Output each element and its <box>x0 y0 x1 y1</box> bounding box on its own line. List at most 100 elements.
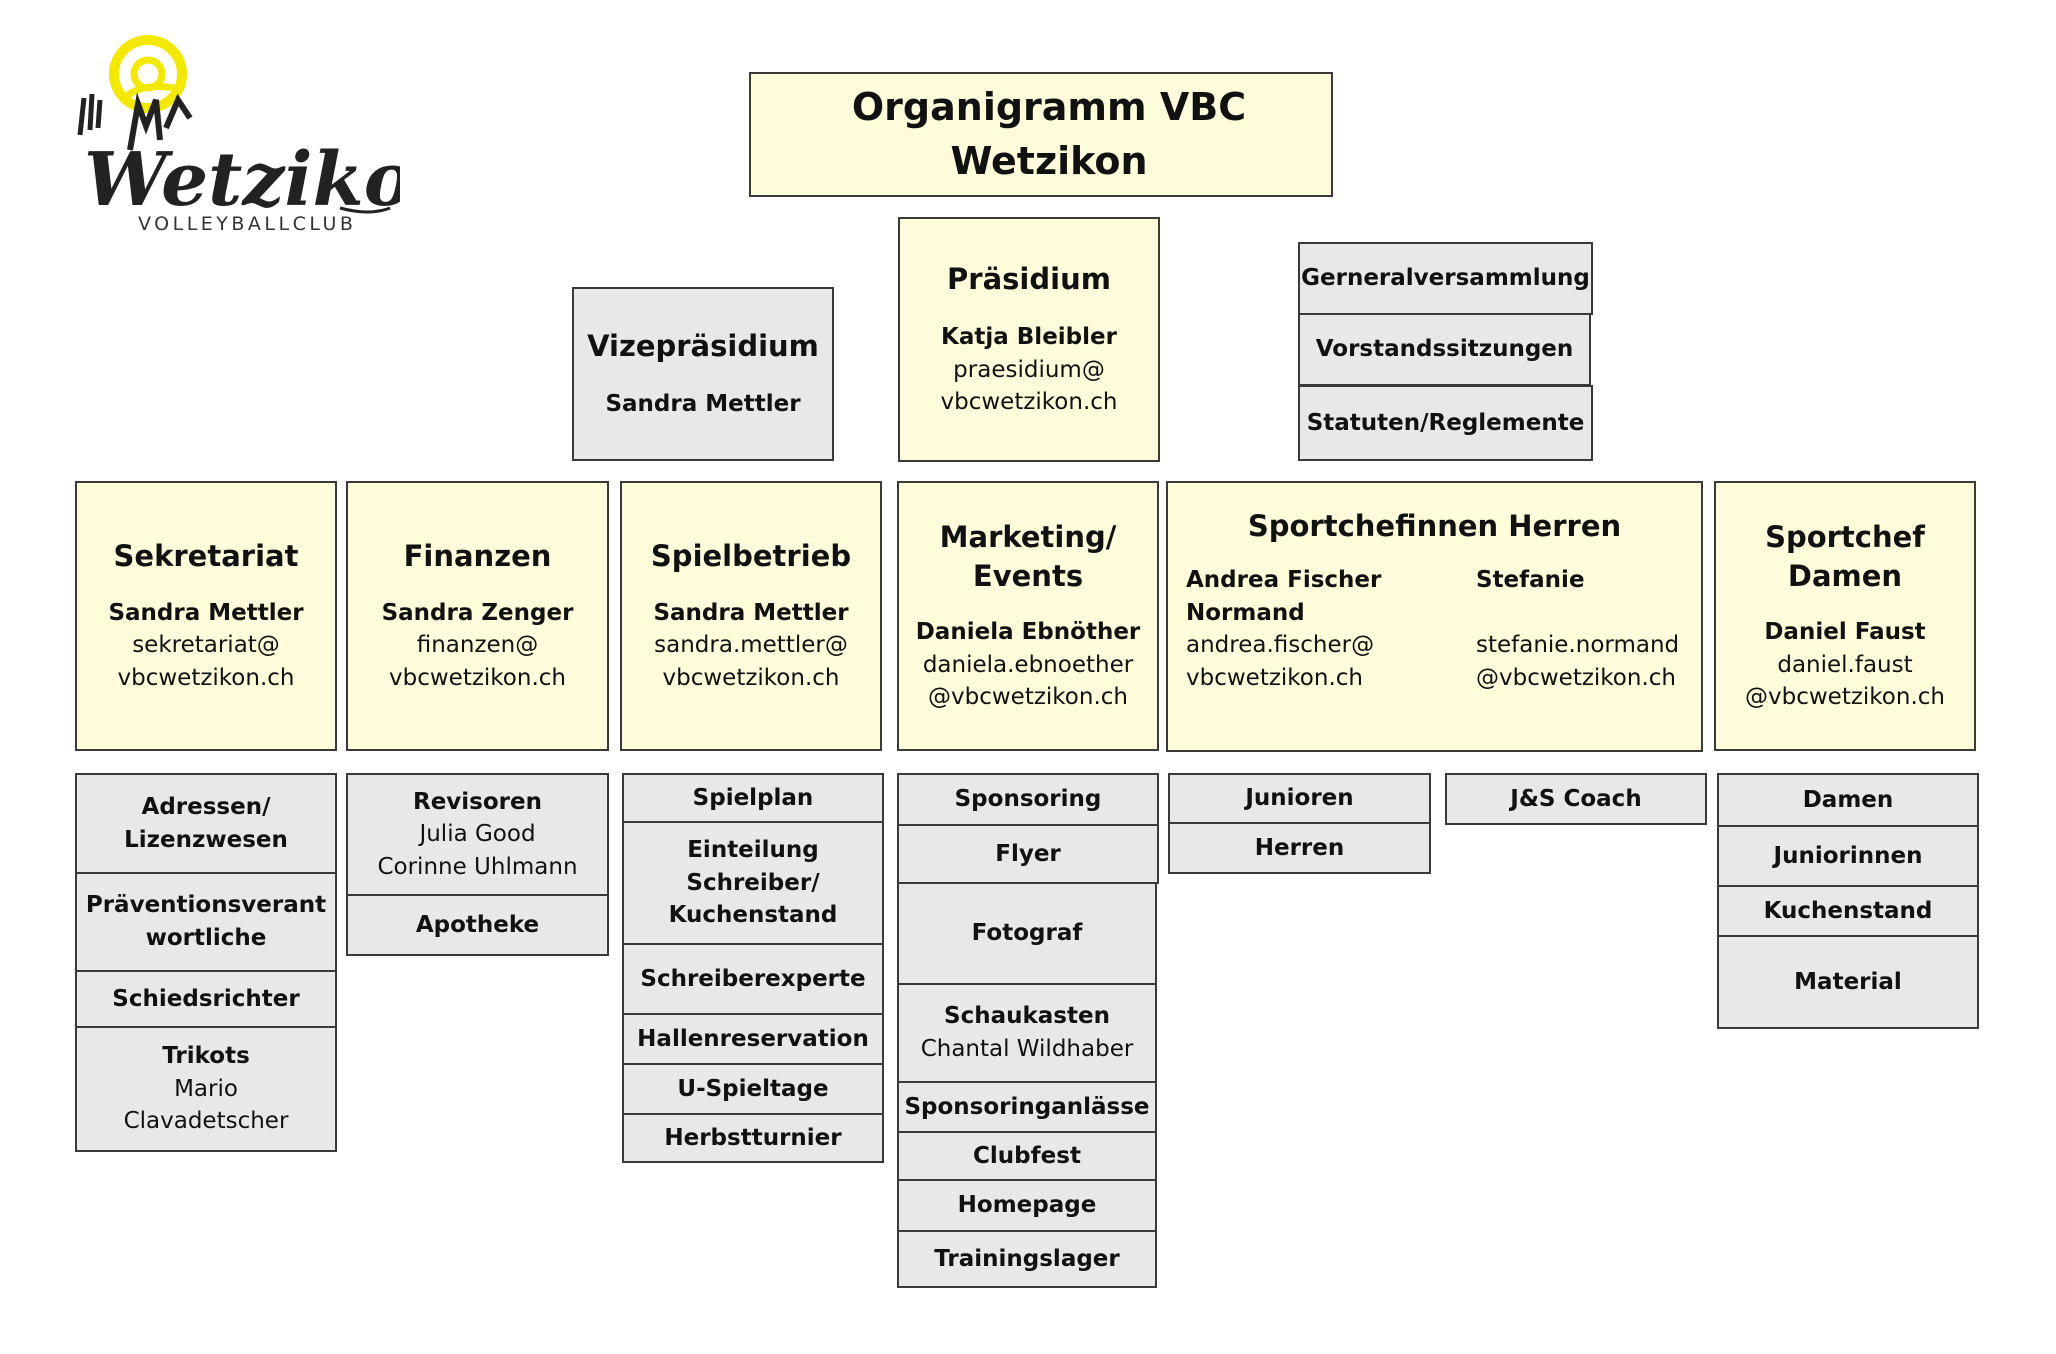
volleyball-logo-icon: Wetzikon VOLLEYBALLCLUB <box>77 35 467 235</box>
statuten-box: Statuten/Reglemente <box>1298 385 1593 461</box>
herren-person-1-email-1: andrea.fischer@ <box>1186 632 1375 659</box>
finanzen-item-apotheke: Apotheke <box>346 894 609 956</box>
spielbetrieb-item-einteilung: Einteilung Schreiber/ Kuchenstand <box>622 821 884 945</box>
praesidium-email-1: praesidium@ <box>953 356 1105 383</box>
marketing-item-fotograf: Fotograf <box>897 882 1157 985</box>
herren-person-1-email-2: vbcwetzikon.ch <box>1186 665 1363 692</box>
item-line: Herbstturnier <box>664 1124 842 1151</box>
page-title-text: Organigramm VBC Wetzikon <box>851 84 1247 183</box>
finanzen-box: Finanzen Sandra Zenger finanzen@ vbcwetz… <box>346 481 609 751</box>
marketing-name: Daniela Ebnöther <box>915 619 1141 646</box>
marketing-item-sponsoring: Sponsoring <box>897 773 1159 826</box>
item-line: Spielplan <box>692 784 814 811</box>
item-line: Schaukasten <box>944 1003 1110 1030</box>
item-line: Kuchenstand <box>668 902 838 929</box>
page-title: Organigramm VBC Wetzikon <box>749 72 1333 197</box>
item-line: Adressen/ <box>141 793 271 820</box>
herren-item-herren: Herren <box>1168 822 1431 874</box>
sekretariat-item-adressen: Adressen/ Lizenzwesen <box>75 773 337 874</box>
item-line: Sponsoring <box>954 786 1102 813</box>
item-line: Schiedsrichter <box>112 985 300 1012</box>
finanzen-name: Sandra Zenger <box>381 599 574 626</box>
herren-item-js-coach: J&S Coach <box>1445 773 1707 825</box>
marketing-box: Marketing/ Events Daniela Ebnöther danie… <box>897 481 1159 751</box>
sekretariat-name: Sandra Mettler <box>108 599 304 626</box>
sekretariat-email-2: vbcwetzikon.ch <box>117 664 295 691</box>
damen-heading-2: Damen <box>1787 559 1903 594</box>
damen-name: Daniel Faust <box>1764 619 1926 646</box>
herren-person-2-name-1: Stefanie <box>1476 567 1585 594</box>
spielbetrieb-email-1: sandra.mettler@ <box>654 632 848 659</box>
item-line: Kuchenstand <box>1763 897 1933 924</box>
spielbetrieb-item-herbstturnier: Herbstturnier <box>622 1113 884 1163</box>
vorstandssitzungen-box: Vorstandssitzungen <box>1298 313 1591 386</box>
generalversammlung-box: Gerneralversammlung <box>1298 242 1593 315</box>
praesidium-name: Katja Bleibler <box>941 324 1117 351</box>
marketing-heading-2: Events <box>972 559 1084 594</box>
sekretariat-item-praevention: Präventionsverant wortliche <box>75 872 337 972</box>
logo-subtitle: VOLLEYBALLCLUB <box>138 213 356 235</box>
item-line: J&S Coach <box>1510 785 1642 812</box>
vorstandssitzungen-label: Vorstandssitzungen <box>1315 336 1574 363</box>
item-line: U-Spieltage <box>677 1075 829 1102</box>
herren-person-2-email-1: stefanie.normand <box>1476 632 1680 659</box>
marketing-item-homepage: Homepage <box>897 1179 1157 1232</box>
marketing-email-2: @vbcwetzikon.ch <box>928 684 1128 711</box>
marketing-email-1: daniela.ebnoether <box>922 651 1134 678</box>
item-line: Sponsoringanlässe <box>904 1093 1150 1120</box>
damen-email-2: @vbcwetzikon.ch <box>1745 684 1945 711</box>
herren-person-2: Stefanie stefanie.normand @vbcwetzikon.c… <box>1456 564 1679 695</box>
herren-person-1-name-1: Andrea Fischer <box>1186 567 1382 594</box>
item-line: Junioren <box>1245 785 1354 812</box>
herren-box: Sportchefinnen Herren Andrea Fischer Nor… <box>1166 481 1703 752</box>
club-logo: Wetzikon VOLLEYBALLCLUB <box>70 30 467 250</box>
damen-item-juniorinnen: Juniorinnen <box>1717 825 1979 887</box>
marketing-item-trainingslager: Trainingslager <box>897 1230 1157 1288</box>
praesidium-email-2: vbcwetzikon.ch <box>940 389 1118 416</box>
item-line: Einteilung <box>687 837 819 864</box>
damen-heading-1: Sportchef <box>1765 519 1925 554</box>
praesidium-box: Präsidium Katja Bleibler praesidium@ vbc… <box>898 217 1160 462</box>
spielbetrieb-item-spielplan: Spielplan <box>622 773 884 823</box>
spielbetrieb-item-hallenreservation: Hallenreservation <box>622 1013 884 1065</box>
item-line: Homepage <box>957 1192 1097 1219</box>
item-line: Hallenreservation <box>637 1025 869 1052</box>
item-line: wortliche <box>145 925 267 951</box>
damen-box: Sportchef Damen Daniel Faust daniel.faus… <box>1714 481 1976 751</box>
marketing-heading-1: Marketing/ <box>939 519 1117 554</box>
sekretariat-box: Sekretariat Sandra Mettler sekretariat@ … <box>75 481 337 751</box>
item-line: Lizenzwesen <box>124 826 288 853</box>
item-line: Julia Good <box>419 821 536 848</box>
item-line: Fotograf <box>971 920 1083 947</box>
sekretariat-item-schiedsrichter: Schiedsrichter <box>75 970 337 1028</box>
sekretariat-heading: Sekretariat <box>113 539 299 574</box>
herren-item-junioren: Junioren <box>1168 773 1431 824</box>
praesidium-heading: Präsidium <box>947 261 1111 296</box>
damen-email-1: daniel.faust <box>1777 651 1913 678</box>
finanzen-email-1: finanzen@ <box>416 632 539 659</box>
item-line: Corinne Uhlmann <box>377 853 578 880</box>
vizepraesidium-heading: Vizepräsidium <box>587 329 819 364</box>
item-line: Juniorinnen <box>1773 842 1923 869</box>
item-line: Flyer <box>995 840 1061 867</box>
statuten-label: Statuten/Reglemente <box>1306 409 1585 436</box>
item-line: Clavadetscher <box>123 1108 289 1135</box>
item-line: Herren <box>1254 834 1345 861</box>
item-line: Apotheke <box>415 911 540 938</box>
damen-item-damen: Damen <box>1717 773 1979 827</box>
marketing-item-schaukasten: Schaukasten Chantal Wildhaber <box>897 983 1157 1083</box>
item-line: Damen <box>1802 786 1894 813</box>
finanzen-item-revisoren: Revisoren Julia Good Corinne Uhlmann <box>346 773 609 896</box>
item-line: Material <box>1794 968 1902 995</box>
damen-item-material: Material <box>1717 935 1979 1029</box>
item-line: Revisoren <box>413 788 542 815</box>
marketing-item-clubfest: Clubfest <box>897 1131 1157 1181</box>
spielbetrieb-name: Sandra Mettler <box>653 599 849 626</box>
herren-person-1: Andrea Fischer Normand andrea.fischer@ v… <box>1168 564 1456 695</box>
spielbetrieb-box: Spielbetrieb Sandra Mettler sandra.mettl… <box>620 481 882 751</box>
marketing-item-sponsoringanlaesse: Sponsoringanlässe <box>897 1081 1157 1133</box>
item-line: Präventionsverant <box>85 892 327 919</box>
vizepraesidium-name: Sandra Mettler <box>605 391 801 418</box>
item-line: Chantal Wildhaber <box>920 1036 1134 1062</box>
item-line: Mario <box>174 1075 238 1102</box>
